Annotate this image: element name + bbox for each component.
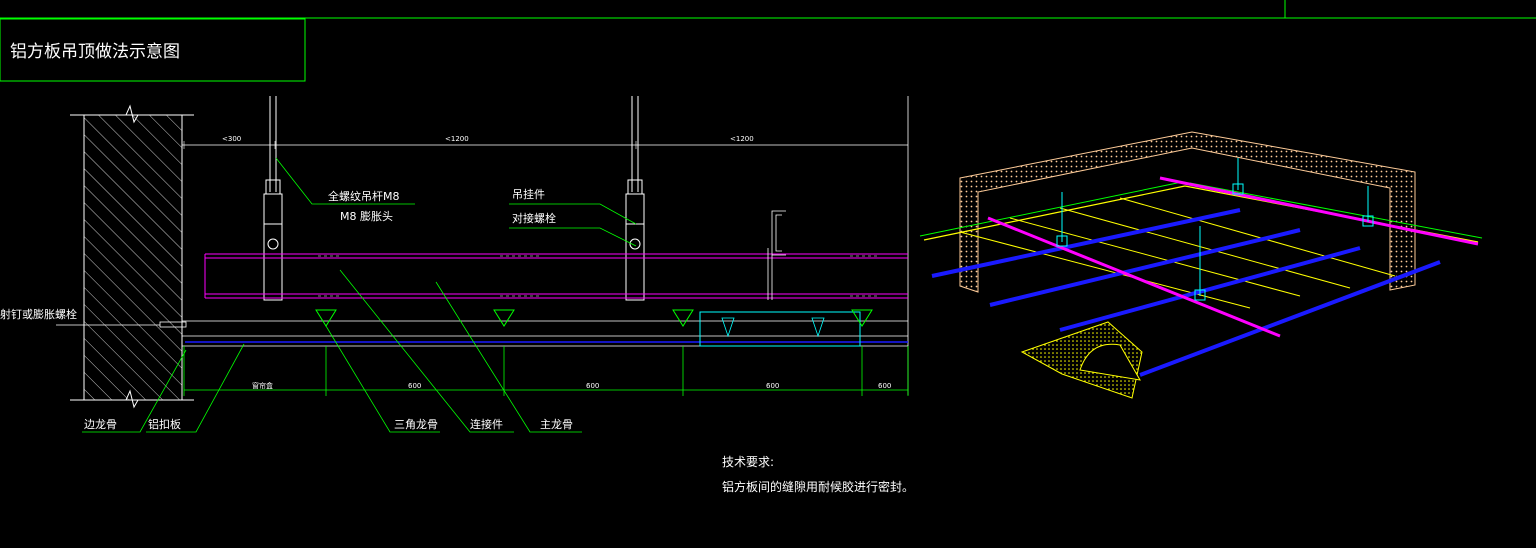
dim-top-1: <300 xyxy=(222,135,241,143)
curtain-box xyxy=(767,210,786,300)
leader-lines xyxy=(82,157,637,433)
iso-blue-keels xyxy=(931,208,1441,377)
isometric-view xyxy=(919,131,1483,399)
bottom-dimension-line xyxy=(183,346,909,396)
iso-wall xyxy=(959,131,1416,293)
label-hanger-rod: 全螺纹吊杆M8 xyxy=(328,189,400,203)
dim-bottom-5: 600 xyxy=(878,382,891,390)
drawing-title: 铝方板吊顶做法示意图 xyxy=(10,42,180,62)
top-dimension-line xyxy=(183,141,637,149)
ceiling-panel xyxy=(182,311,908,347)
hanger-rod-left xyxy=(263,96,283,301)
section-view: <300 <1200 <1200 xyxy=(0,96,909,433)
label-connector: 连接件 xyxy=(470,418,503,431)
label-wall-anchor: 射钉或膨胀螺栓 xyxy=(0,307,77,321)
concrete-wall xyxy=(70,104,194,409)
hanger-rod-right xyxy=(625,96,645,301)
triangle-keel-clips xyxy=(315,309,873,327)
wall-anchor xyxy=(56,321,187,328)
dim-top-3: <1200 xyxy=(730,135,754,143)
iso-main-keels xyxy=(987,176,1479,338)
title-block: 铝方板吊顶做法示意图 xyxy=(0,18,306,82)
dim-top-2: <1200 xyxy=(445,135,469,143)
label-edge-keel: 边龙骨 xyxy=(84,418,117,431)
iso-yellow-keels xyxy=(959,197,1396,309)
label-expansion-head: M8 膨胀头 xyxy=(340,209,393,223)
iso-hangers xyxy=(1056,158,1374,301)
dim-bottom-4: 600 xyxy=(766,382,779,390)
technical-notes: 技术要求: 铝方板间的缝隙用耐候胶进行密封。 xyxy=(722,455,914,494)
notes-body: 铝方板间的缝隙用耐候胶进行密封。 xyxy=(722,479,914,494)
drawing-frame xyxy=(0,0,1536,19)
dim-bottom-2: 600 xyxy=(408,382,421,390)
label-main-keel: 主龙骨 xyxy=(540,418,573,431)
dim-bottom-3: 600 xyxy=(586,382,599,390)
dim-bottom-1: 窗帘盒 xyxy=(252,381,273,390)
label-tri-keel: 三角龙骨 xyxy=(394,418,438,431)
label-connecting-bolt: 对接螺栓 xyxy=(512,211,556,225)
label-panel: 铝扣板 xyxy=(148,417,181,431)
main-keel xyxy=(204,253,908,299)
iso-panel-cutaway xyxy=(1020,321,1143,399)
label-hanger-piece: 吊挂件 xyxy=(512,187,545,201)
notes-heading: 技术要求: xyxy=(722,455,774,469)
